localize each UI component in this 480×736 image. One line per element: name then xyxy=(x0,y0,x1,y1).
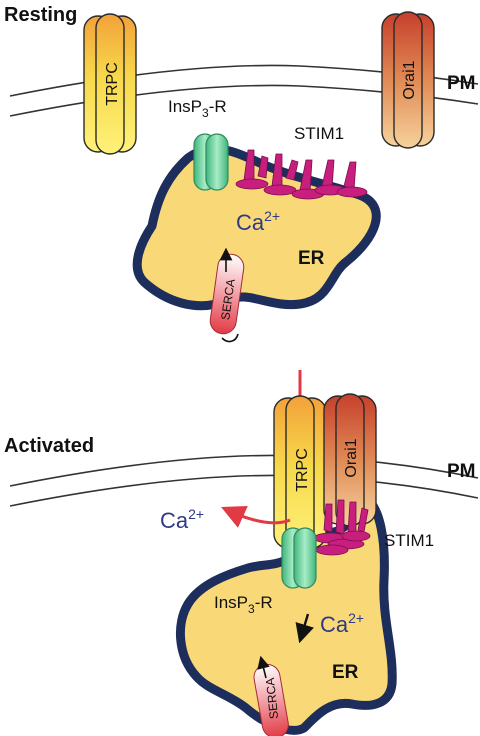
er-label: ER xyxy=(298,248,325,269)
er-label: ER xyxy=(332,662,359,683)
stim1-cluster xyxy=(235,149,368,200)
ca-depletion-arrow xyxy=(295,613,314,644)
serca-pump: SERCA xyxy=(253,655,289,736)
serca-label: SERCA xyxy=(263,677,281,720)
insp3r-label: InsP3-R xyxy=(168,97,227,120)
orai1-channel: Orai1 xyxy=(381,11,435,149)
insp3-receptor xyxy=(281,527,317,589)
ca-release-arrow xyxy=(221,506,291,528)
stim1-cluster xyxy=(313,499,371,556)
trpc-label: TRPC xyxy=(294,448,311,492)
trpc-channel: TRPC xyxy=(83,13,137,155)
serca-label: SERCA xyxy=(218,278,238,321)
er-ca-label: Ca2+ xyxy=(320,610,364,637)
resting-panel: Resting PM TRPC Orai1 xyxy=(4,4,479,343)
pm-label: PM xyxy=(447,461,476,482)
insp3-receptor xyxy=(193,133,229,191)
orai1-channel: Orai1 xyxy=(323,393,377,527)
cytosol-ca-label: Ca2+ xyxy=(160,506,204,533)
stim1-label: STIM1 xyxy=(294,124,344,143)
activated-title: Activated xyxy=(4,435,94,457)
pm-label: PM xyxy=(447,73,476,94)
er-ca-label: Ca2+ xyxy=(236,208,280,235)
stim1-label: STIM1 xyxy=(384,531,434,550)
plasma-membrane xyxy=(9,454,479,507)
trpc-label: TRPC xyxy=(104,62,121,106)
resting-title: Resting xyxy=(4,4,77,26)
orai1-label: Orai1 xyxy=(401,60,418,99)
insp3r-label: InsP3-R xyxy=(214,593,273,616)
activated-panel: Activated PM TRPC Orai1 xyxy=(4,370,479,736)
serca-pump: SERCA xyxy=(209,247,245,343)
orai1-label: Orai1 xyxy=(343,438,360,477)
trpc-channel: TRPC xyxy=(273,395,327,551)
